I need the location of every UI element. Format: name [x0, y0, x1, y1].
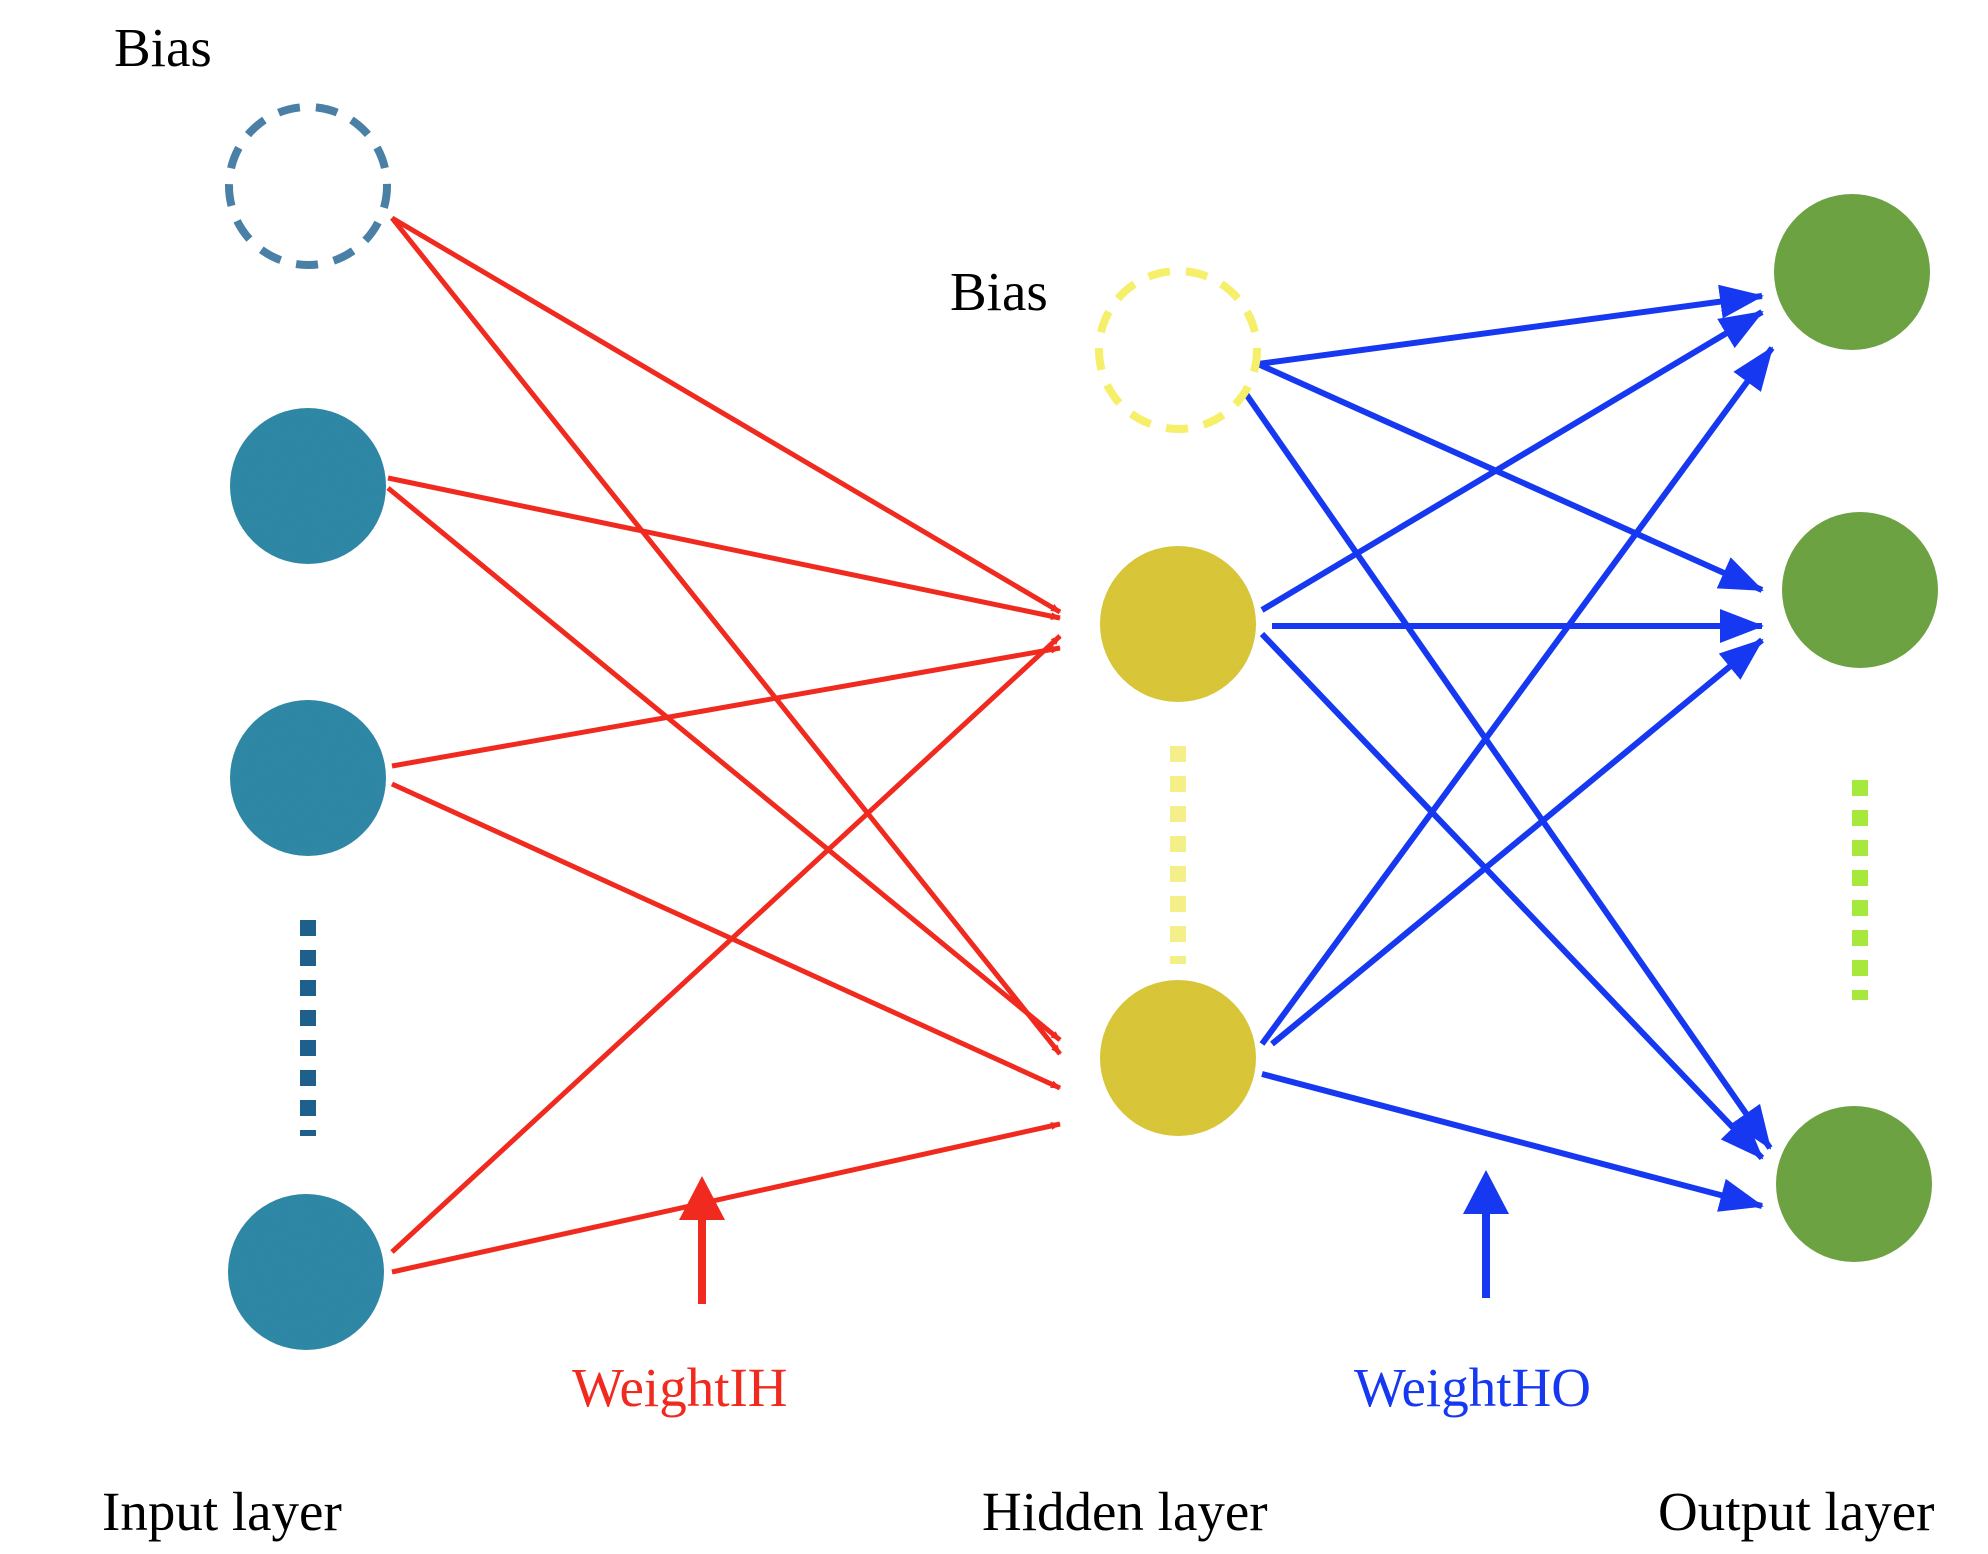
edge-hidden-1-to-output-1 — [1260, 309, 1764, 613]
weight-ih-connections — [386, 215, 1062, 1275]
input-node — [228, 1194, 384, 1350]
input-node — [230, 700, 386, 856]
edge-hidden-bias-to-output-3 — [1243, 392, 1773, 1150]
edge-hidden-1-to-output-3 — [1259, 631, 1765, 1161]
edge-input-1-to-hidden-2 — [386, 486, 1062, 1042]
weight-ih-label: WeightIH — [572, 1357, 788, 1418]
hidden-layer-label: Hidden layer — [982, 1481, 1268, 1542]
edge-hidden-2-to-output-1 — [1259, 346, 1775, 1046]
hidden-node — [1100, 980, 1256, 1136]
hidden-bias-label: Bias — [950, 261, 1048, 322]
output-layer-label: Output layer — [1658, 1481, 1934, 1542]
edge-input-1-to-hidden-1 — [387, 475, 1061, 621]
hidden-bias-node — [1095, 267, 1261, 433]
input-layer-label: Input layer — [102, 1481, 342, 1542]
edge-hidden-bias-to-output-1 — [1257, 284, 1764, 367]
edge-input-2-to-hidden-2 — [390, 781, 1062, 1091]
input-bias-label: Bias — [114, 17, 212, 78]
edge-input-n-to-hidden-2 — [391, 1121, 1061, 1275]
weight-ho-connections — [1243, 284, 1775, 1212]
hidden-node — [1100, 546, 1256, 702]
output-layer — [1774, 194, 1938, 1262]
edge-input-2-to-hidden-1 — [391, 645, 1061, 769]
input-node — [230, 408, 386, 564]
output-node — [1776, 1106, 1932, 1262]
weight-ho-label: WeightHO — [1354, 1357, 1591, 1418]
hidden-layer — [1095, 267, 1261, 1136]
edge-hidden-2-to-output-2 — [1270, 637, 1764, 1047]
output-node — [1782, 512, 1938, 668]
edge-input-bias-to-hidden-2 — [390, 216, 1062, 1056]
edge-input-bias-to-hidden-1 — [390, 215, 1062, 615]
output-node — [1774, 194, 1930, 350]
input-bias-node — [225, 103, 391, 269]
input-layer — [225, 103, 391, 1350]
edge-input-n-to-hidden-1 — [390, 634, 1062, 1254]
edge-hidden-2-to-output-3 — [1261, 1071, 1764, 1212]
edge-hidden-bias-to-output-2 — [1256, 361, 1764, 593]
